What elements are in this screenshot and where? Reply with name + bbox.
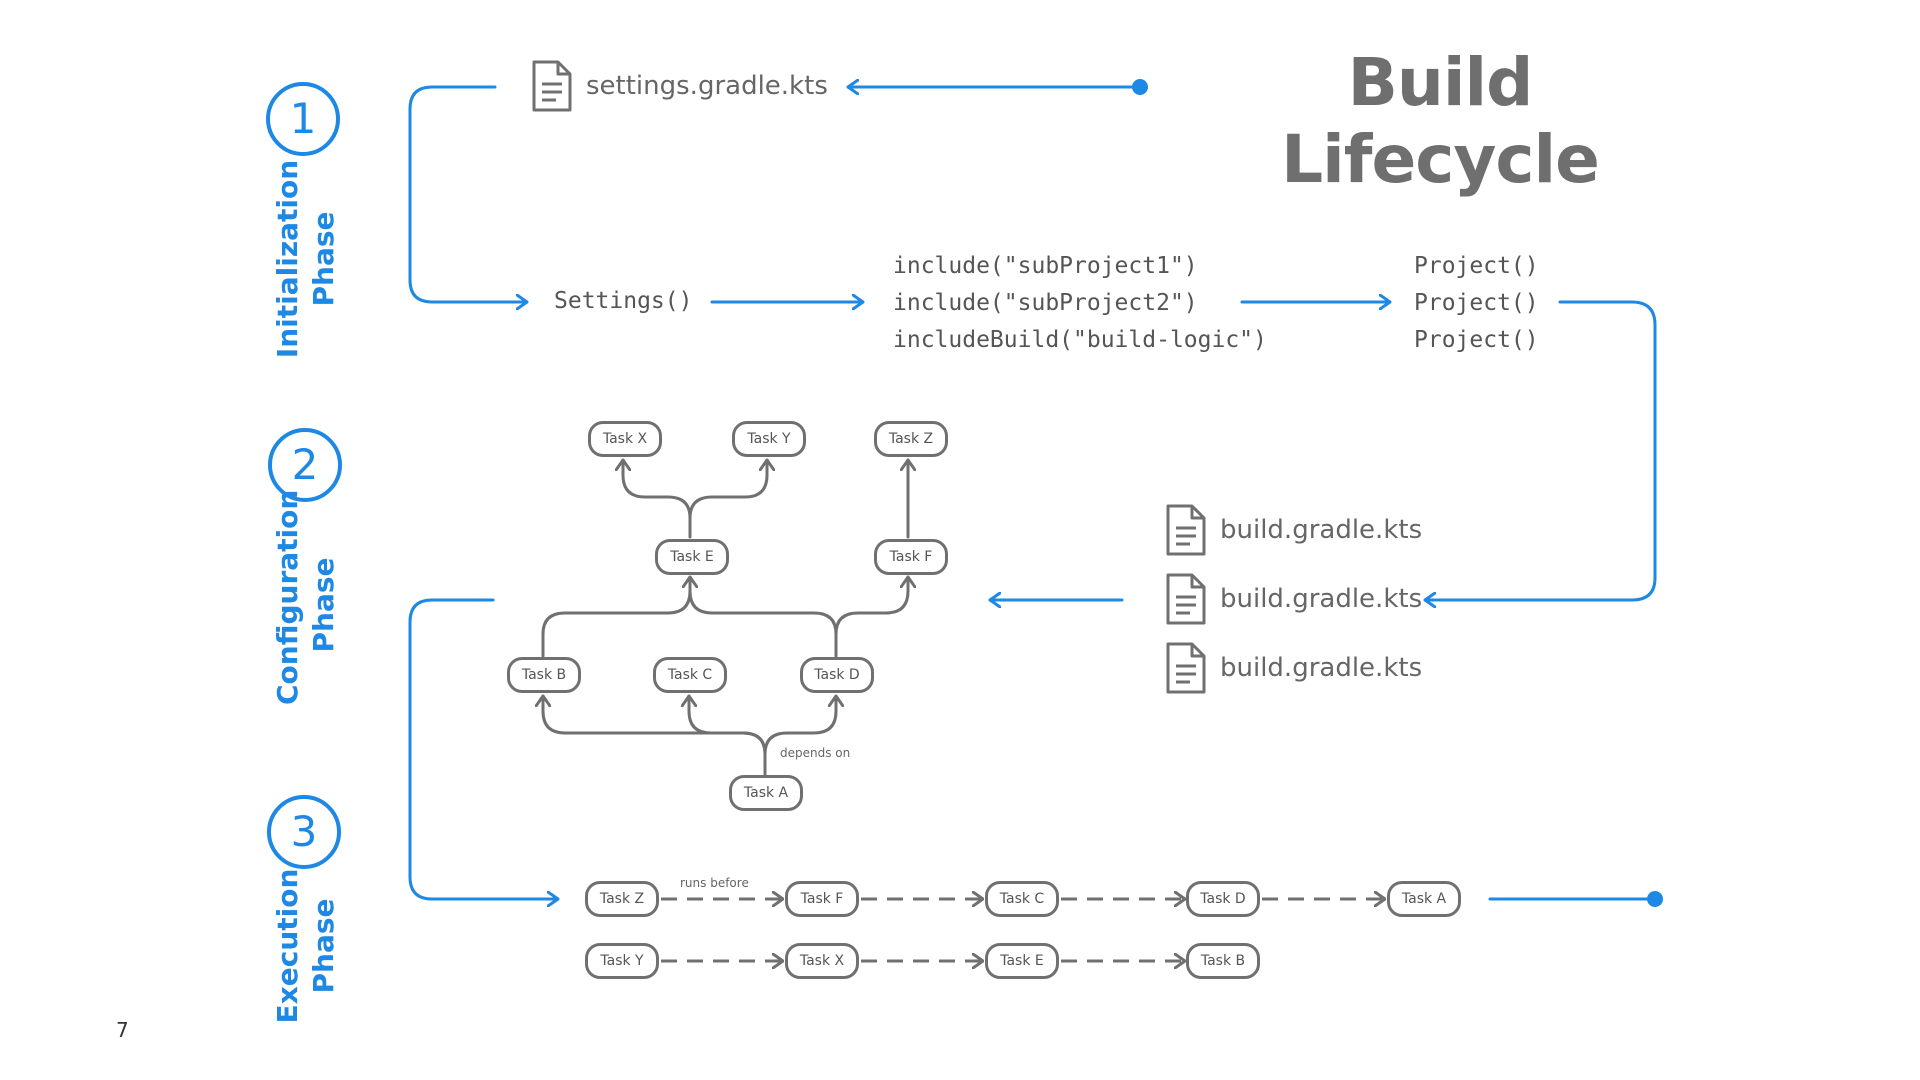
phase-3-circle: 3 [267, 795, 341, 869]
document-icon [532, 60, 572, 112]
task-node-x: Task X [588, 421, 662, 457]
exec-task-d: Task D [1186, 881, 1260, 917]
build-file-3-name: build.gradle.kts [1220, 653, 1423, 683]
phase-2-label-line2: Phase [307, 557, 340, 653]
include-2: include("subProject2") [893, 290, 1198, 316]
edge-a-d [763, 694, 836, 756]
include-3: includeBuild("build-logic") [893, 327, 1267, 353]
task-node-y: Task Y [732, 421, 806, 457]
task-node-z: Task Z [874, 421, 948, 457]
build-file-2-name: build.gradle.kts [1220, 584, 1423, 614]
phase-3-label: Execution Phase [270, 846, 350, 1046]
runs-before-label: runs before [680, 876, 749, 890]
edge-a-b [543, 694, 767, 776]
task-node-b: Task B [507, 657, 581, 693]
phase-2-label: Configuration Phase [270, 489, 350, 705]
task-node-a: Task A [729, 775, 803, 811]
phase-2-label-line1: Configuration [271, 489, 304, 705]
task-node-e: Task E [655, 539, 729, 575]
depends-on-label: depends on [780, 746, 851, 760]
document-icon [1166, 573, 1206, 625]
project-2: Project() [1414, 290, 1539, 316]
phase-3-label-line2: Phase [307, 898, 340, 994]
phase-1-label-line2: Phase [307, 211, 340, 307]
phase-1-circle: 1 [266, 82, 340, 156]
build-file-2: build.gradle.kts [1164, 571, 1422, 627]
phase-3-label-line1: Execution [271, 868, 304, 1024]
task-node-f: Task F [874, 539, 948, 575]
include-1: include("subProject1") [893, 253, 1198, 279]
edge-b-e [541, 575, 690, 658]
task-node-d: Task D [800, 657, 874, 693]
exec-task-c: Task C [985, 881, 1059, 917]
build-file-1: build.gradle.kts [1164, 502, 1422, 558]
arrow-config-to-execution [408, 598, 560, 899]
start-dot [1132, 79, 1148, 95]
exec-task-b: Task B [1186, 943, 1260, 979]
phase-1-label-line1: Initialization [271, 159, 304, 359]
end-dot [1647, 891, 1663, 907]
exec-task-e: Task E [985, 943, 1059, 979]
task-node-c: Task C [653, 657, 727, 693]
document-icon [1166, 642, 1206, 694]
edge-e-y [688, 458, 767, 520]
exec-task-y: Task Y [585, 943, 659, 979]
edge-d-f [834, 575, 908, 636]
arrow-projects-to-build-files [1423, 300, 1657, 600]
exec-task-z: Task Z [585, 881, 659, 917]
project-3: Project() [1414, 327, 1539, 353]
settings-call: Settings() [554, 288, 693, 314]
exec-task-x: Task X [785, 943, 859, 979]
build-file-1-name: build.gradle.kts [1220, 515, 1423, 545]
phase-2-circle: 2 [268, 428, 342, 502]
settings-file-name: settings.gradle.kts [586, 71, 828, 101]
exec-task-f: Task F [785, 881, 859, 917]
edge-e-x [623, 458, 692, 539]
edge-d-e [688, 589, 838, 658]
slide-number: 7 [116, 1018, 129, 1042]
arrow-settings-to-settings-call [408, 85, 529, 302]
build-file-3: build.gradle.kts [1164, 640, 1422, 696]
page-title: Build Lifecycle [1281, 44, 1600, 198]
project-1: Project() [1414, 253, 1539, 279]
document-icon [1166, 504, 1206, 556]
exec-task-a: Task A [1387, 881, 1461, 917]
settings-file: settings.gradle.kts [530, 58, 828, 114]
phase-1-label: Initialization Phase [270, 159, 350, 359]
edge-a-c [689, 694, 767, 756]
